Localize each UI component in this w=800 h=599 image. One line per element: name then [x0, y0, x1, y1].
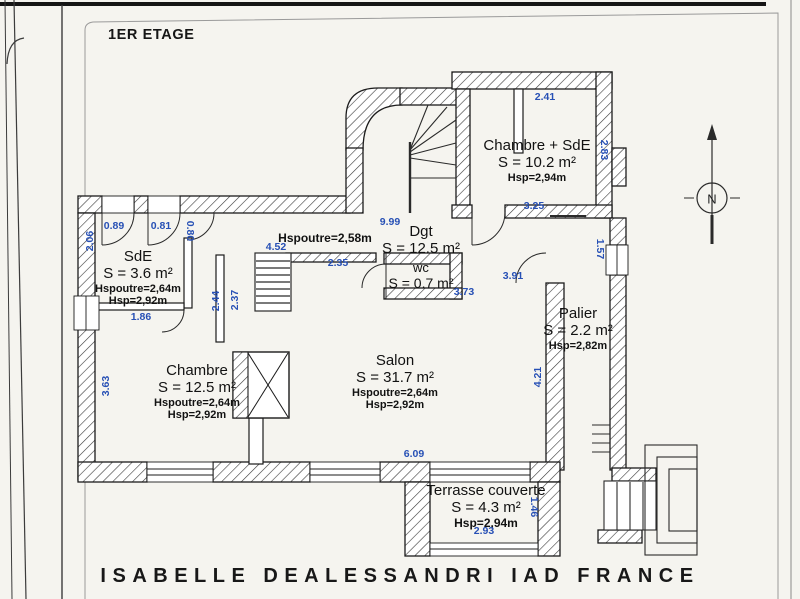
room-label-chambre-sde: Chambre + SdE S = 10.2 m² Hsp=2,94m — [483, 137, 591, 184]
room-area: S = 4.3 m² — [451, 498, 521, 516]
door-swings — [101, 211, 586, 333]
dim-dgt-length: 9.99 — [379, 216, 401, 228]
room-ceiling-height: Hsp=2,92m — [167, 408, 227, 421]
floor-title: 1ER ETAGE — [108, 27, 195, 43]
room-beam-height: Hspoutre=2,64m — [352, 386, 438, 399]
dim-corridor-width: 4.52 — [265, 241, 287, 253]
staircase-winder — [408, 104, 457, 213]
room-label-wc: wc S = 0.7 m² — [388, 260, 454, 291]
partition-walls — [91, 88, 524, 465]
room-ceiling-height: Hsp=2,92m — [108, 294, 168, 307]
room-beam-height: Hspoutre=2,64m — [154, 396, 240, 409]
dim-sde-side-opening: 0.80 — [184, 220, 196, 242]
dim-sde-bottom: 1.86 — [130, 311, 152, 323]
room-name: Terrasse couverte — [426, 482, 546, 499]
room-ceiling-height: Hsp=2,82m — [548, 339, 608, 352]
room-area: S = 12.5 m² — [382, 239, 460, 257]
room-ceiling-height: Hsp=2,94m — [507, 171, 567, 184]
dim-sde-door-right: 0.81 — [150, 220, 172, 232]
dim-sde-height: 2.06 — [84, 230, 96, 252]
chimney — [232, 351, 290, 419]
room-name: Chambre + SdE — [483, 137, 591, 154]
dim-chambre-height: 3.63 — [100, 375, 112, 397]
room-label-sde: SdE S = 3.6 m² Hspoutre=2,64m Hsp=2,92m — [95, 248, 181, 307]
room-name: Palier — [558, 305, 598, 322]
staircase-exterior — [592, 424, 698, 556]
room-area: S = 0.7 m² — [388, 274, 454, 291]
room-area: S = 12.5 m² — [158, 378, 236, 396]
north-label: N — [707, 191, 717, 207]
north-compass-icon — [684, 124, 740, 244]
dim-right-window: 1.57 — [594, 238, 606, 260]
dim-terrasse-width: 2.93 — [473, 525, 495, 537]
dim-palier-opening: 3.91 — [502, 270, 524, 282]
dim-chambre-sde-height-right: 2.83 — [598, 139, 610, 161]
beam-height-label-dgt: Hspoutre=2,58m — [278, 231, 372, 245]
room-label-palier: Palier S = 2.2 m² Hsp=2,82m — [543, 305, 613, 352]
dim-stair-wall-left: 2.44 — [210, 290, 222, 312]
room-label-dgt: Dgt S = 12.5 m² — [382, 223, 460, 258]
dim-stair-wall-right: 2.37 — [229, 289, 241, 311]
dim-chambre-sde-width-top: 2.41 — [534, 91, 556, 103]
dim-salon-width-bottom: 6.09 — [403, 448, 425, 460]
wall-structure — [77, 71, 657, 557]
room-area: S = 31.7 m² — [356, 368, 434, 386]
room-label-salon: Salon S = 31.7 m² Hspoutre=2,64m Hsp=2,9… — [352, 352, 438, 411]
dim-sde-door-left: 0.89 — [103, 220, 125, 232]
window-openings — [73, 195, 629, 557]
dim-corridor-wall: 2.35 — [327, 257, 349, 269]
room-name: Dgt — [409, 223, 433, 240]
room-area: S = 2.2 m² — [543, 321, 613, 339]
dim-terrasse-height: 1.46 — [528, 496, 540, 518]
dim-wc-bottom: 3.73 — [453, 286, 475, 298]
room-name: Salon — [375, 352, 415, 369]
dim-palier-height: 4.21 — [532, 366, 544, 388]
room-name: Chambre — [166, 362, 228, 379]
room-ceiling-height: Hsp=2,92m — [365, 398, 425, 411]
room-label-terrasse: Terrasse couverte S = 4.3 m² Hsp=2,94m — [426, 482, 546, 530]
room-name: SdE — [123, 248, 153, 265]
room-ceiling-height: Hsp=2,94m — [454, 515, 518, 530]
agency-banner: ISABELLE DEALESSANDRI IAD FRANCE — [100, 565, 700, 587]
room-area: S = 3.6 m² — [103, 264, 173, 282]
staircase-straight — [254, 252, 292, 312]
room-area: S = 10.2 m² — [498, 153, 576, 171]
room-name: wc — [413, 260, 429, 275]
room-label-chambre: Chambre S = 12.5 m² Hspoutre=2,64m Hsp=2… — [154, 362, 240, 421]
room-beam-height: Hspoutre=2,64m — [95, 282, 181, 295]
dim-chambre-sde-width-bottom: 3.25 — [523, 200, 545, 212]
